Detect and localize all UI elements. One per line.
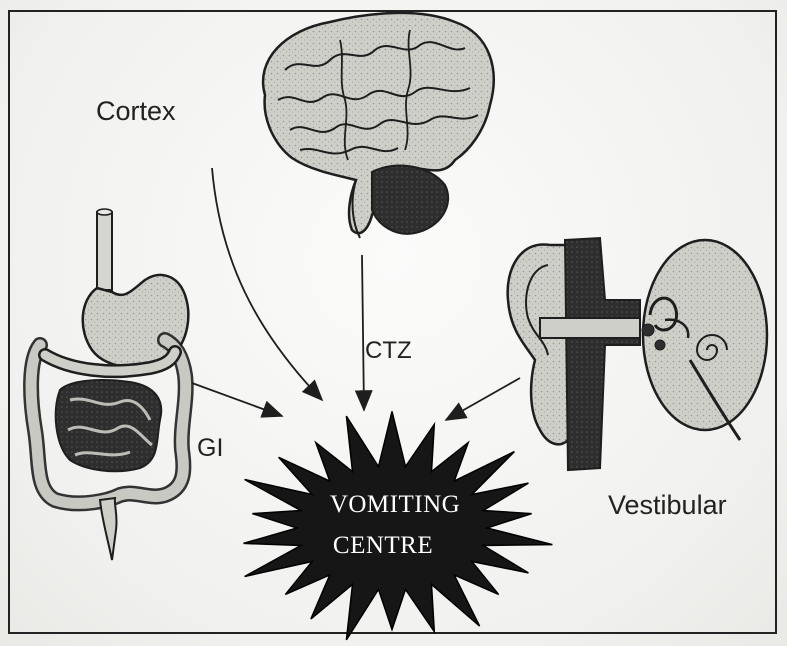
ctz-arrow (362, 255, 364, 410)
vomiting-centre-label-line2: CENTRE (333, 532, 433, 559)
gi-arrow (192, 383, 282, 416)
cortex-label: Cortex (96, 96, 176, 127)
vestibular-arrow (446, 378, 520, 420)
gi-label: GI (197, 434, 223, 463)
ctz-label: CTZ (365, 337, 412, 365)
vestibular-label: Vestibular (608, 490, 727, 521)
ear-illustration (508, 238, 767, 470)
gi-tract-illustration (31, 209, 188, 560)
brain-illustration (263, 13, 494, 238)
vomiting-centre-starburst: VOMITING CENTRE (244, 411, 553, 640)
vomiting-centre-label-line1: VOMITING (330, 491, 460, 518)
cortex-arrow (212, 168, 322, 400)
